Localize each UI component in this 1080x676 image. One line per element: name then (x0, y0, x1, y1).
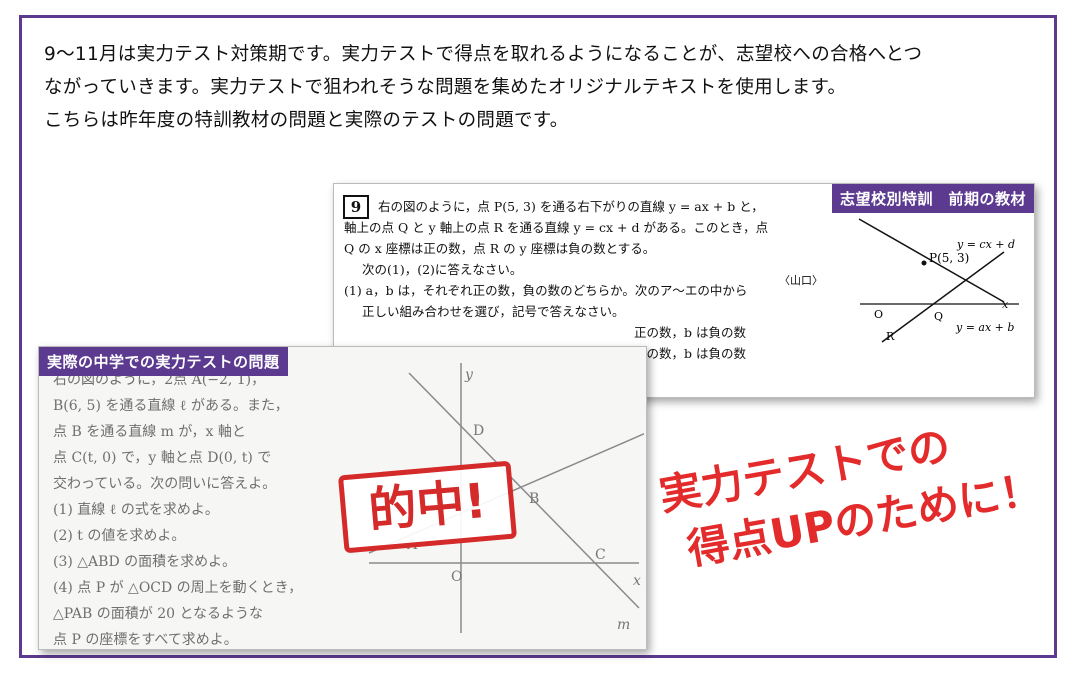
label-m: m (617, 617, 630, 633)
question-line: 点 C(t, 0) で，y 軸と点 D(0, t) で (53, 450, 272, 466)
label-r: R (886, 330, 895, 343)
hit-stamp: 的中! (337, 460, 518, 554)
question-line: 次の(1)，(2)に答えなさい。 (362, 262, 523, 277)
label-cd: y = cx + d (956, 238, 1015, 251)
question-line: 右の図のように，2点 A(−2, 1)， (53, 372, 266, 388)
question-line: 交わっている。次の問いに答えよ。 (53, 476, 277, 492)
label-o: O (451, 569, 462, 585)
training-graph: P(5, 3) y = cx + d y = ax + b O Q R x (858, 218, 1019, 343)
label-d: D (473, 423, 484, 439)
question-number: 9 (343, 195, 369, 219)
test-question-text: 右の図のように，2点 A(−2, 1)， B(6, 5) を通る直線 ℓ がある… (53, 367, 353, 649)
question-line: 点 P の座標をすべて求めよ。 (53, 632, 238, 648)
question-line: 右の図のように，点 P(5, 3) を通る右下がりの直線 y = ax + b … (378, 199, 764, 214)
question-line: 正の数，b は負の数 (634, 325, 746, 340)
label-y: y (464, 367, 474, 383)
question-line: (2) t の値を求めよ。 (53, 528, 186, 544)
label-o: O (874, 308, 883, 321)
actual-test-card: 右の図のように，2点 A(−2, 1)， B(6, 5) を通る直線 ℓ がある… (38, 346, 647, 650)
label-p: P(5, 3) (929, 251, 969, 265)
label-b: B (529, 491, 539, 507)
intro-line: こちらは昨年度の特訓教材の問題と実際のテストの問題です。 (44, 110, 569, 131)
line-cx-d (881, 251, 1005, 343)
label-c: C (595, 547, 606, 563)
question-line: (3) △ABD の面積を求めよ。 (53, 554, 237, 570)
question-line: 負の数，b は負の数 (634, 346, 746, 361)
point-p (921, 260, 927, 266)
line-ax-b (858, 218, 1005, 303)
question-line: 正しい組み合わせを選び，記号で答えなさい。 (362, 304, 625, 319)
intro-line: 9～11月は実力テスト対策期です。実力テストで得点を取れるようになることが、志望… (44, 44, 923, 65)
training-question-text: 右の図のように，点 P(5, 3) を通る右下がりの直線 y = ax + b … (344, 196, 844, 364)
question-line: 点 B を通る直線 m が，x 軸と (53, 424, 246, 440)
question-line: B(6, 5) を通る直線 ℓ がある。また， (53, 398, 289, 414)
label-x: x (633, 573, 641, 589)
label-q: Q (934, 310, 943, 323)
label-ab: y = ax + b (955, 321, 1014, 334)
line-m (408, 372, 640, 609)
question-line: (4) 点 P が △OCD の周上を動くとき， (53, 580, 303, 596)
question-line: (1) a，b は，それぞれ正の数，負の数のどちらか。次のア～エの中から (344, 283, 748, 298)
question-line: 軸上の点 Q と y 軸上の点 R を通る直線 y = cx + d がある。こ… (344, 220, 769, 235)
intro-text: 9～11月は実力テスト対策期です。実力テストで得点を取れるようになることが、志望… (44, 38, 1044, 137)
question-line: Q の x 座標は正の数，点 R の y 座標は負の数とする。 (344, 241, 656, 256)
intro-line: ながっていきます。実力テストで狙われそうな問題を集めたオリジナルテキストを使用し… (44, 77, 847, 98)
question-line: △PAB の面積が 20 となるような (53, 606, 264, 622)
label-x: x (1002, 298, 1009, 311)
training-tag: 志望校別特訓 前期の教材 (831, 184, 1034, 213)
actual-test-tag: 実際の中学での実力テストの問題 (39, 347, 288, 376)
question-line: (1) 直線 ℓ の式を求めよ。 (53, 502, 219, 518)
question-source: 〈山口〉 (779, 274, 823, 287)
